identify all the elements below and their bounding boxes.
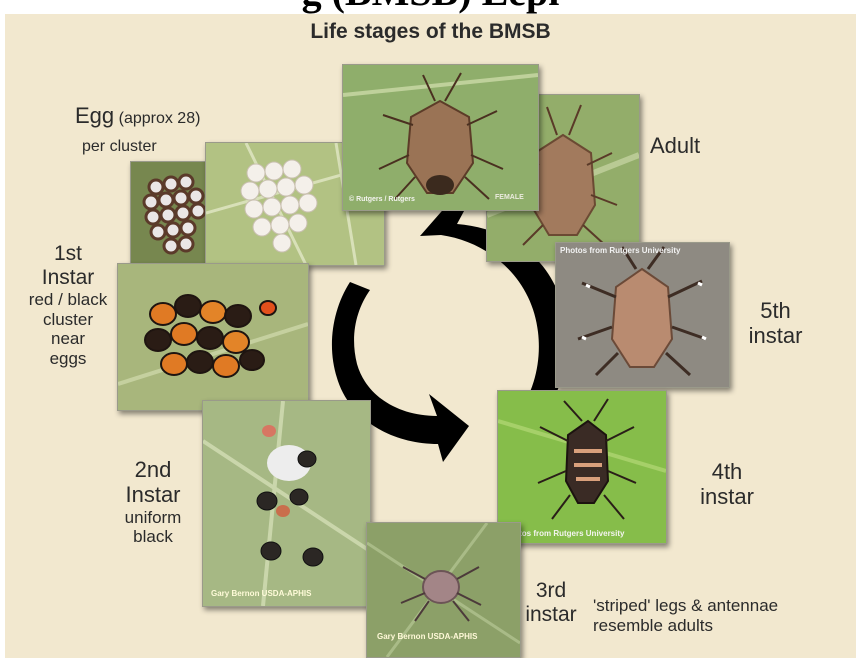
instar1-line-3: red / black (18, 290, 118, 310)
instar1-line-1: 1st (18, 242, 118, 266)
instar3-note-line-2: resemble adults (593, 616, 843, 636)
credit-adult: © Rutgers / Rutgers (349, 196, 415, 203)
heading-fragment: g (BMSB) Lepi (0, 0, 861, 12)
instar3-line-2: instar (517, 603, 585, 627)
label-instar2: 2nd Instar uniform black (105, 457, 201, 547)
instar1-line-5: near (18, 329, 118, 349)
instar1-line-6: eggs (18, 349, 118, 369)
label-egg-paren: (approx 28) (119, 110, 201, 127)
photo-instar4: Photos from Rutgers University (497, 390, 667, 544)
instar1-line-4: cluster (18, 310, 118, 330)
instar2-line-3: uniform (105, 508, 201, 528)
label-adult: Adult (650, 133, 700, 158)
photo-instar1 (117, 263, 309, 411)
instar5-line-2: instar (728, 323, 823, 348)
credit-instar3: Gary Bernon USDA-APHIS (377, 632, 477, 641)
photo-instar5: Photos from Rutgers University (555, 242, 730, 388)
label-egg: Egg (approx 28) (75, 103, 275, 128)
photo-instar2: Gary Bernon USDA-APHIS (202, 400, 371, 607)
label-instar3: 3rd instar (517, 579, 585, 627)
label-instar1: 1st Instar red / black cluster near eggs (18, 242, 118, 368)
instar2-line-2: Instar (105, 482, 201, 507)
credit-instar4: Photos from Rutgers University (504, 529, 624, 538)
instar4-line-2: instar (677, 484, 777, 509)
label-instar4: 4th instar (677, 459, 777, 510)
instar5-line-1: 5th (728, 298, 823, 323)
photo-instar3: Gary Bernon USDA-APHIS (366, 522, 521, 658)
slide: Life stages of the BMSB (5, 14, 856, 658)
label-egg-main: Egg (75, 103, 114, 128)
label-instar3-note: 'striped' legs & antennae resemble adult… (593, 596, 843, 635)
credit-female: FEMALE (495, 194, 524, 201)
credit-instar2: Gary Bernon USDA-APHIS (211, 589, 311, 598)
instar1-line-2: Instar (18, 266, 118, 290)
slide-heading: g (BMSB) Lepi (0, 0, 861, 14)
instar3-note-line-1: 'striped' legs & antennae (593, 596, 843, 616)
label-instar5: 5th instar (728, 298, 823, 349)
photo-adult-1: © Rutgers / Rutgers FEMALE (342, 64, 539, 211)
instar2-line-4: black (105, 527, 201, 547)
label-egg-sub: per cluster (82, 138, 157, 156)
instar2-line-1: 2nd (105, 457, 201, 482)
instar4-line-1: 4th (677, 459, 777, 484)
credit-instar5: Photos from Rutgers University (560, 246, 680, 255)
instar3-line-1: 3rd (517, 579, 585, 603)
